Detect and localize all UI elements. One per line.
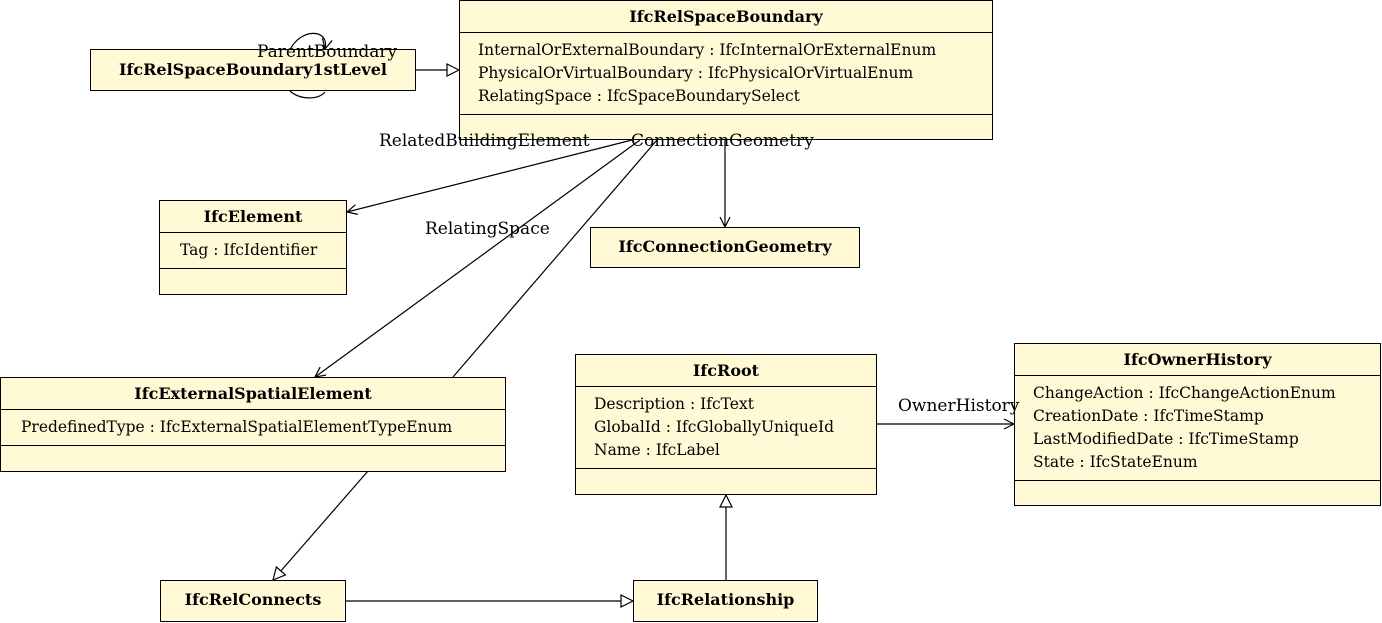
attribute-list: Tag : IfcIdentifier: [160, 232, 346, 268]
parent-boundary-self-loop: [289, 32, 326, 50]
class-name: IfcRelSpaceBoundary1stLevel: [119, 60, 387, 79]
class-name: IfcConnectionGeometry: [618, 237, 832, 256]
class-name: IfcRelConnects: [184, 590, 322, 609]
class-ifcrelspaceboundary[interactable]: IfcRelSpaceBoundary InternalOrExternalBo…: [459, 0, 993, 140]
class-ifcexternalspatialelement[interactable]: IfcExternalSpatialElement PredefinedType…: [0, 377, 506, 472]
attribute: Tag : IfcIdentifier: [180, 241, 318, 259]
label-parent-boundary: ParentBoundary: [257, 42, 398, 62]
attribute: ChangeAction : IfcChangeActionEnum: [1033, 384, 1336, 402]
parent-boundary-self-loop-lower: [289, 90, 326, 99]
class-ifcroot[interactable]: IfcRoot Description : IfcText GlobalId :…: [575, 354, 877, 495]
operations-compartment: [576, 468, 876, 487]
assoc-relating-space: [315, 139, 641, 377]
attribute: Description : IfcText: [594, 395, 754, 413]
label-connection-geometry: ConnectionGeometry: [631, 131, 814, 151]
class-name: IfcElement: [203, 207, 303, 226]
attribute-list: ChangeAction : IfcChangeActionEnum Creat…: [1015, 375, 1380, 480]
class-name: IfcExternalSpatialElement: [134, 384, 372, 403]
attribute: InternalOrExternalBoundary : IfcInternal…: [478, 41, 937, 59]
class-ifcrelconnects[interactable]: IfcRelConnects: [160, 580, 346, 622]
operations-compartment: [460, 114, 992, 133]
attribute: RelatingSpace : IfcSpaceBoundarySelect: [478, 87, 800, 105]
class-ifcrelspaceboundary1stlevel[interactable]: IfcRelSpaceBoundary1stLevel: [90, 49, 416, 91]
attribute: PredefinedType : IfcExternalSpatialEleme…: [21, 418, 453, 436]
attribute: CreationDate : IfcTimeStamp: [1033, 407, 1264, 425]
class-ifcrelationship[interactable]: IfcRelationship: [633, 580, 818, 622]
operations-compartment: [160, 268, 346, 287]
class-ifcelement[interactable]: IfcElement Tag : IfcIdentifier: [159, 200, 347, 295]
label-relating-space: RelatingSpace: [425, 219, 550, 239]
class-name: IfcRoot: [692, 361, 760, 380]
attribute: LastModifiedDate : IfcTimeStamp: [1033, 430, 1299, 448]
attribute: Name : IfcLabel: [594, 441, 720, 459]
label-related-building-element: RelatedBuildingElement: [379, 131, 590, 151]
attribute-list: PredefinedType : IfcExternalSpatialEleme…: [1, 409, 505, 445]
attribute: State : IfcStateEnum: [1033, 453, 1198, 471]
operations-compartment: [1, 445, 505, 464]
assoc-external-to-boundary: [452, 139, 658, 378]
generalization-external-to-relconnects: [273, 470, 369, 580]
attribute: PhysicalOrVirtualBoundary : IfcPhysicalO…: [478, 64, 914, 82]
class-name: IfcRelSpaceBoundary: [629, 7, 823, 26]
attribute-list: InternalOrExternalBoundary : IfcInternal…: [460, 32, 992, 114]
class-name: IfcOwnerHistory: [1123, 350, 1272, 369]
class-ifcownerhistory[interactable]: IfcOwnerHistory ChangeAction : IfcChange…: [1014, 343, 1381, 506]
label-owner-history: OwnerHistory: [898, 396, 1020, 416]
operations-compartment: [1015, 480, 1380, 499]
class-name: IfcRelationship: [656, 590, 795, 609]
class-ifcconnectiongeometry[interactable]: IfcConnectionGeometry: [590, 227, 860, 268]
attribute-list: Description : IfcText GlobalId : IfcGlob…: [576, 386, 876, 468]
attribute: GlobalId : IfcGloballyUniqueId: [594, 418, 835, 436]
assoc-related-building-element: [347, 139, 633, 212]
